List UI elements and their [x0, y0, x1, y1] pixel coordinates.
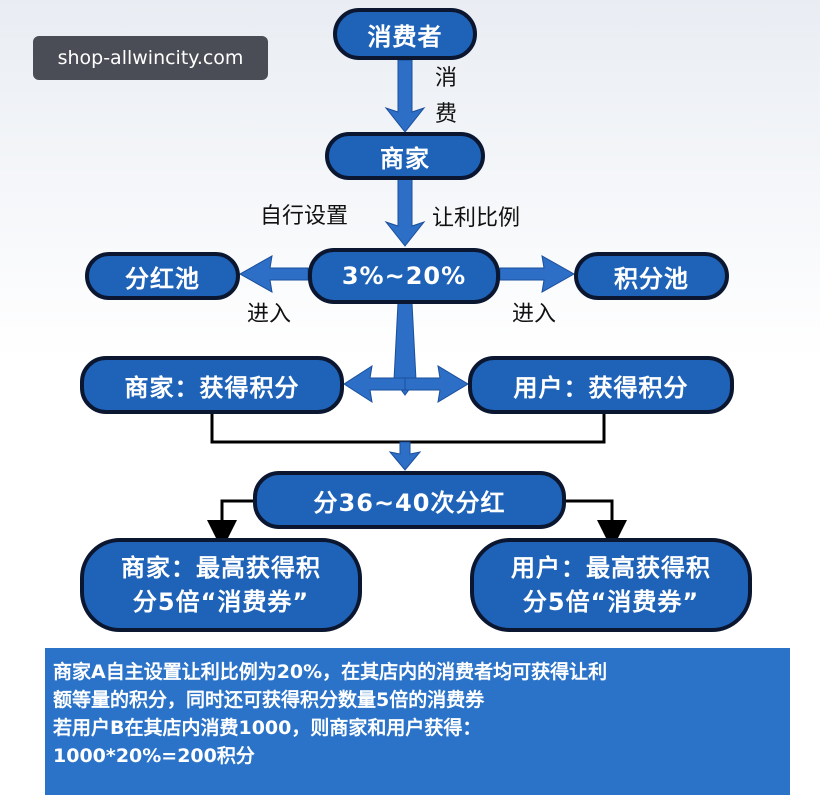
arrow-ratio-to-points-pool [499, 255, 576, 293]
line-to-merchant-reward [207, 499, 256, 550]
info-line2: 额等量的积分，同时还可获得积分数量5倍的消费券 [53, 689, 485, 711]
info-line1: 商家A自主设置让利比例为20%，在其店内的消费者均可获得让利 [53, 661, 608, 683]
user-reward-node: 用户：最高获得积 分5倍“消费券” [470, 538, 752, 632]
user-points-node: 用户：获得积分 [468, 356, 734, 414]
enter-left-label: 进入 [247, 302, 292, 327]
consume-label-char2: 费 [435, 102, 458, 127]
enter-right-label: 进入 [512, 302, 557, 327]
user-reward-line1: 用户：最高获得积 [511, 554, 711, 582]
arrow-merchant-to-ratio [384, 175, 426, 247]
user-reward-line2: 分5倍“消费券” [522, 588, 700, 616]
merchant-points-node: 商家：获得积分 [80, 356, 344, 414]
info-box: 商家A自主设置让利比例为20%，在其店内的消费者均可获得让利 额等量的积分，同时… [45, 648, 790, 795]
merchant-reward-line1: 商家：最高获得积 [121, 554, 321, 582]
arrow-consumer-to-merchant [384, 59, 426, 133]
arrow-to-dividend-rounds [388, 441, 422, 471]
dividend-rounds-node: 分36~40次分红 [253, 471, 566, 529]
line-to-user-reward [566, 499, 627, 550]
info-line4: 1000*20%=200积分 [53, 745, 255, 767]
merchant-reward-node: 商家：最高获得积 分5倍“消费券” [80, 538, 362, 632]
arrow-split-right [404, 365, 469, 403]
arrow-split-left [343, 364, 406, 404]
ratio-node: 3%~20% [308, 248, 500, 304]
points-pool-node: 积分池 [574, 252, 729, 300]
merchant-reward-line2: 分5倍“消费券” [132, 588, 310, 616]
consumer-node: 消费者 [333, 8, 477, 60]
consume-label-char1: 消 [435, 66, 458, 91]
dividend-pool-node: 分红池 [85, 252, 240, 300]
profit-ratio-label: 让利比例 [432, 206, 521, 231]
merchant-node: 商家 [325, 132, 485, 180]
bracket-line [210, 412, 606, 444]
arrow-ratio-to-dividend-pool [238, 255, 309, 293]
info-line3: 若用户B在其店内消费1000，则商家和用户获得： [53, 717, 482, 739]
watermark: shop-allwincity.com [33, 36, 268, 80]
self-set-label: 自行设置 [260, 204, 349, 229]
